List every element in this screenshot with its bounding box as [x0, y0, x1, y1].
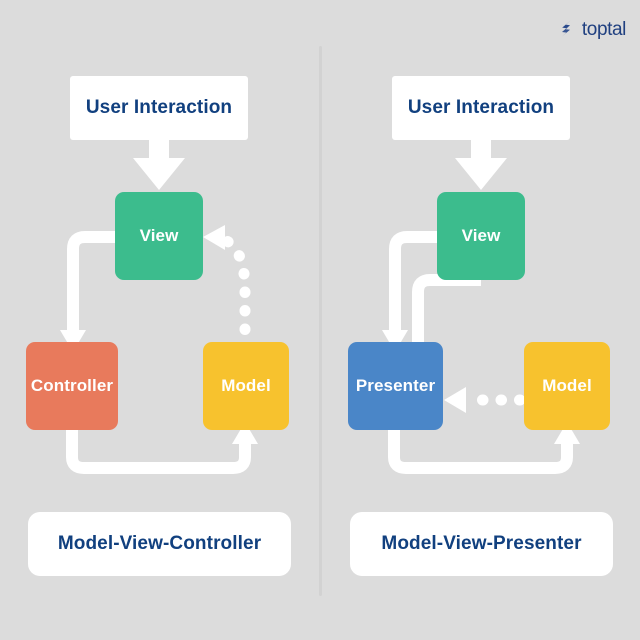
- mvc-caption-label: Model-View-Controller: [57, 533, 262, 554]
- mvp-node-view[interactable]: View: [437, 192, 525, 280]
- arrow-mvc-model-to-view: [203, 225, 251, 354]
- arrow-mvp-model-to-presenter: [444, 387, 526, 413]
- mvp-caption-label: Model-View-Presenter: [381, 533, 582, 554]
- mvc-node-view[interactable]: View: [115, 192, 203, 280]
- mvc-node-controller-label: Controller: [30, 376, 114, 395]
- toptal-chevron-icon: [561, 20, 571, 37]
- mvp-user-interaction-box[interactable]: User Interaction: [392, 76, 570, 140]
- mvp-node-presenter[interactable]: Presenter: [348, 342, 443, 430]
- mvp-node-presenter-label: Presenter: [355, 376, 436, 395]
- diagram-divider: [319, 46, 322, 596]
- arrow-mvc-interaction-to-view: [133, 140, 185, 190]
- mvc-node-model[interactable]: Model: [203, 342, 289, 430]
- mvp-node-model-label: Model: [542, 376, 592, 395]
- mvc-node-view-label: View: [139, 226, 179, 245]
- mvc-node-controller[interactable]: Controller: [26, 342, 118, 430]
- mvp-node-view-label: View: [461, 226, 501, 245]
- mvp-caption-box: Model-View-Presenter: [350, 512, 613, 576]
- mvp-node-model[interactable]: Model: [524, 342, 610, 430]
- toptal-wordmark: toptal: [581, 18, 626, 40]
- toptal-logo: toptal: [561, 18, 626, 40]
- mvc-caption-box: Model-View-Controller: [28, 512, 291, 576]
- mvp-user-interaction-label: User Interaction: [407, 97, 555, 118]
- arrow-mvp-view-to-presenter: [382, 231, 437, 352]
- mvc-node-model-label: Model: [221, 376, 271, 395]
- arrow-mvc-view-to-controller: [60, 231, 115, 352]
- mvc-user-interaction-box[interactable]: User Interaction: [70, 76, 248, 140]
- arrow-mvp-interaction-to-view: [455, 140, 507, 190]
- mvc-user-interaction-label: User Interaction: [85, 97, 233, 118]
